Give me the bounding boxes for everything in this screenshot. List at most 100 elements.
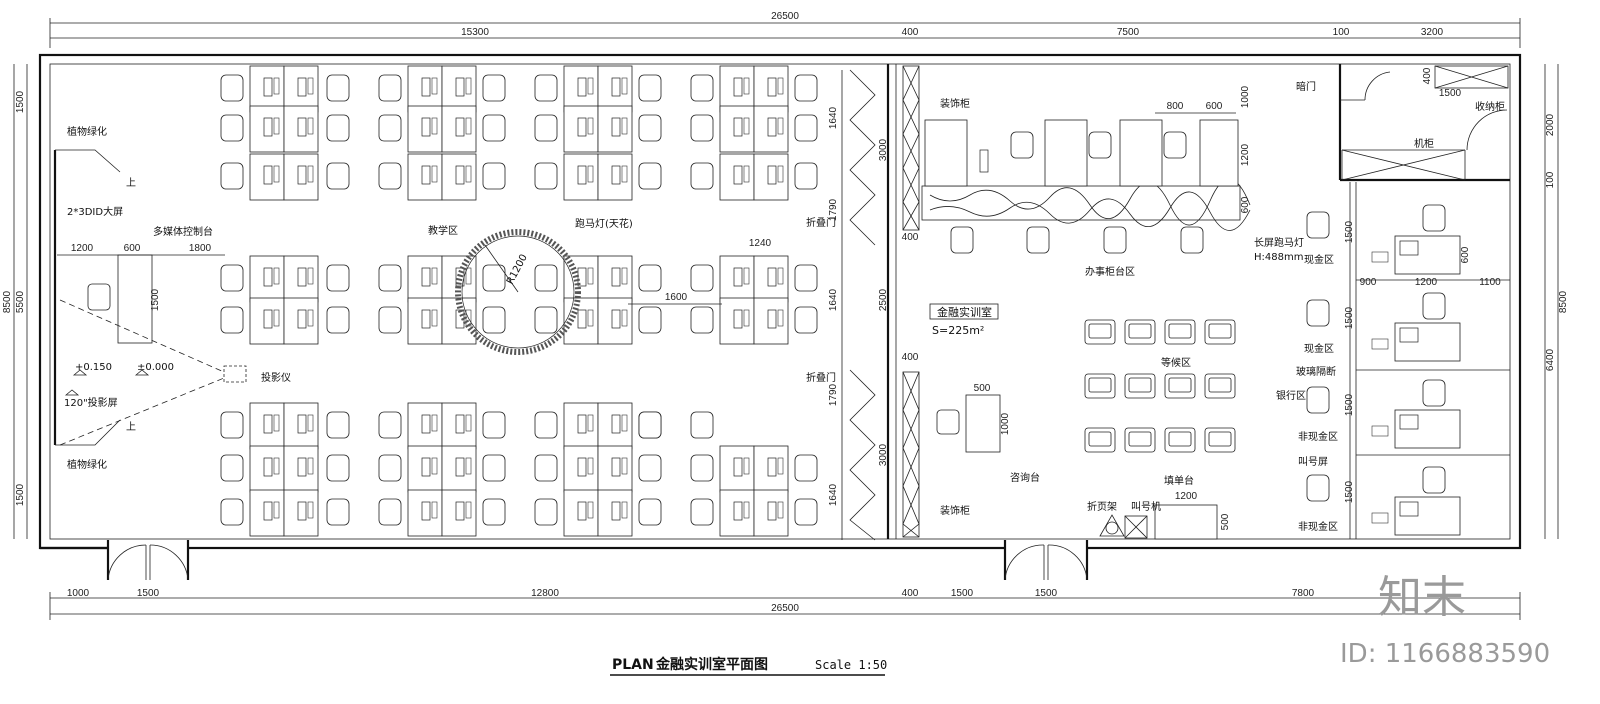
inner-dimensions: 1200 600 1800 1500 1240 1600 1640 1790 1…: [71, 67, 1501, 530]
monitor-icon: [733, 77, 743, 97]
chair: [794, 306, 818, 334]
dim-top-1: 15300: [461, 27, 489, 38]
dim-left-total: 8500: [2, 290, 13, 313]
dim-1000: 1000: [1240, 85, 1251, 108]
right-rooms: [1338, 64, 1510, 539]
dim-600-b: 600: [1206, 101, 1223, 112]
decor-cabinets: [902, 65, 920, 538]
dim-1640-c: 1640: [828, 483, 839, 506]
watermark: 知末 ID: 1166883590: [1340, 572, 1550, 669]
label-storage: 收纳柜: [1475, 100, 1505, 113]
chair: [378, 264, 402, 292]
chair: [534, 454, 558, 482]
chair: [1163, 131, 1187, 159]
chair: [378, 162, 402, 190]
monitor-icon: [767, 501, 777, 521]
keyboard-icon: [743, 165, 750, 183]
waiting-seat-cushion: [1128, 431, 1152, 447]
monitor-icon: [263, 117, 273, 137]
monitor-icon: [767, 117, 777, 137]
dim-1800: 1800: [189, 243, 212, 254]
dim-bottom-total: 26500: [771, 603, 799, 614]
monitor-icon: [733, 267, 743, 287]
keyboard-icon: [431, 501, 438, 519]
label-counter-zone: 办事柜台区: [1085, 265, 1135, 278]
monitor-icon: [979, 149, 989, 173]
label-queue-screen: 叫号屏: [1298, 456, 1328, 468]
label-teaching-area: 教学区: [428, 224, 458, 237]
chair: [326, 74, 350, 102]
chair: [378, 306, 402, 334]
watermark-id: ID: 1166883590: [1340, 639, 1550, 669]
chair: [326, 306, 350, 334]
chair: [690, 306, 714, 334]
chair: [326, 454, 350, 482]
monitor-icon: [767, 309, 777, 329]
monitor-icon: [611, 117, 621, 137]
chair: [482, 306, 506, 334]
waiting-seat-cushion: [1208, 431, 1232, 447]
monitor-icon: [1399, 501, 1419, 517]
chair: [326, 411, 350, 439]
label-rack: 机柜: [1414, 137, 1434, 150]
label-decor-cabinet-1: 装饰柜: [940, 97, 970, 110]
monitor-icon: [733, 457, 743, 477]
chair: [220, 411, 244, 439]
keyboard-icon: [465, 414, 472, 432]
chair: [482, 411, 506, 439]
dim-1000-b: 1000: [1000, 412, 1011, 435]
keyboard-icon: [777, 457, 784, 475]
dim-1240: 1240: [749, 238, 772, 249]
label-cash-1: 现金区: [1304, 253, 1334, 266]
monitor-icon: [1399, 240, 1419, 256]
chair: [326, 498, 350, 526]
dim-right-1: 2000: [1545, 113, 1556, 136]
keyboard-icon: [587, 77, 594, 95]
left-area: [53, 149, 247, 446]
label-bank-area: 银行区: [1276, 389, 1306, 402]
monitor-icon: [577, 77, 587, 97]
keyboard-icon: [743, 457, 750, 475]
label-plant-top: 植物绿化: [67, 125, 107, 138]
waiting-seat-cushion: [1128, 323, 1152, 339]
keyboard-icon: [431, 457, 438, 475]
watermark-brand: 知末: [1378, 572, 1466, 623]
monitor-icon: [733, 501, 743, 521]
chair: [482, 162, 506, 190]
waiting-seat-cushion: [1208, 323, 1232, 339]
keyboard-icon: [431, 309, 438, 327]
chair: [690, 454, 714, 482]
monitor-icon: [577, 309, 587, 329]
label-marquee-ceiling: 跑马灯(天花): [575, 217, 633, 230]
dim-1790-b: 1790: [828, 383, 839, 406]
monitor-icon: [297, 267, 307, 287]
keyboard-icon: [465, 117, 472, 135]
furniture-layer: [220, 65, 1461, 537]
keyboard-icon: [273, 414, 280, 432]
dim-600-d: 600: [1460, 246, 1471, 263]
chair: [220, 114, 244, 142]
chair: [1088, 131, 1112, 159]
monitor-icon: [455, 117, 465, 137]
dim-right-3: 6400: [1545, 348, 1556, 371]
chair: [534, 162, 558, 190]
chair: [1422, 292, 1446, 320]
label-folding-door-1: 折叠门: [806, 216, 836, 229]
chair: [534, 264, 558, 292]
chair: [690, 411, 714, 439]
keyboard-icon: [777, 309, 784, 327]
monitor-icon: [767, 165, 777, 185]
keyboard-icon: [431, 414, 438, 432]
keyboard-icon: [273, 77, 280, 95]
label-up-1: 上: [126, 177, 136, 189]
label-noncash-1: 非现金区: [1298, 430, 1338, 443]
dim-bottom-3: 12800: [531, 588, 559, 599]
chair: [638, 454, 662, 482]
keyboard-icon: [307, 267, 314, 285]
keyboard-icon: [465, 77, 472, 95]
keyboard-icon: [273, 117, 280, 135]
keyboard-icon: [621, 309, 628, 327]
monitor-icon: [733, 309, 743, 329]
monitor-icon: [421, 309, 431, 329]
monitor-icon: [577, 267, 587, 287]
